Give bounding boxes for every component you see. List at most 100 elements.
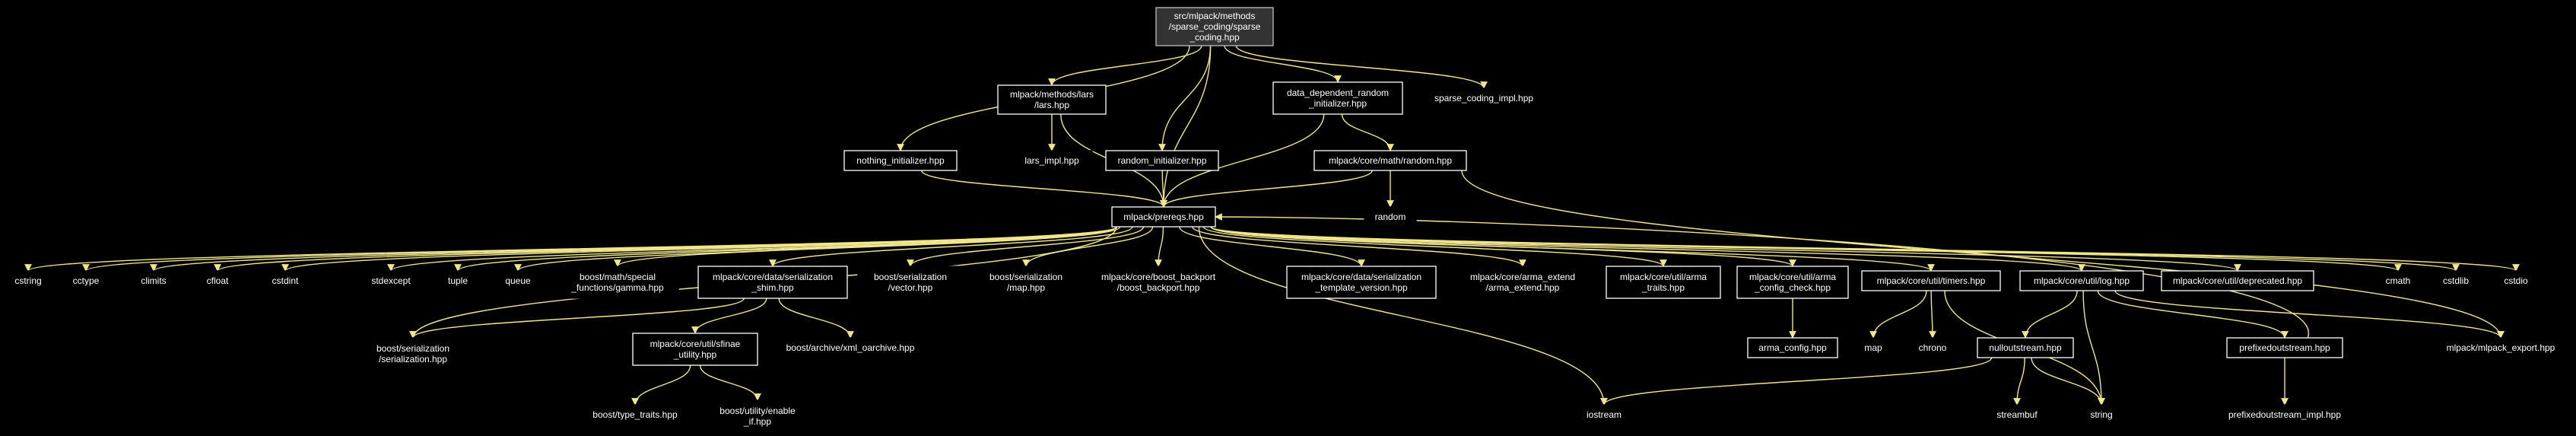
node-label-tuple-line-0: tuple bbox=[448, 275, 468, 286]
node-label-bs_serialization-line-1: /serialization.hpp bbox=[379, 354, 447, 364]
edges-layer bbox=[24, 45, 2520, 406]
node-box-lars[interactable] bbox=[997, 84, 1107, 115]
node-bs_map: boost/serialization/map.hpp bbox=[973, 266, 1079, 299]
edge-timers-to-chrono bbox=[1929, 290, 1936, 339]
node-label-cctype-line-0: cctype bbox=[73, 275, 100, 286]
node-box-arma_traits[interactable] bbox=[1606, 266, 1721, 299]
node-box-random_hpp[interactable] bbox=[1313, 150, 1467, 171]
node-box-cstdint bbox=[261, 270, 310, 291]
edge-prereqs-to-bs_map bbox=[1022, 226, 1154, 267]
node-box-prereqs[interactable] bbox=[1111, 206, 1216, 228]
node-box-random_init[interactable] bbox=[1105, 150, 1219, 171]
node-deprecated[interactable]: mlpack/core/util/deprecated.hpp bbox=[2161, 270, 2314, 291]
node-label-sparse_coding-line-1: /sparse_coding/sparse bbox=[1169, 21, 1261, 32]
node-label-chrono-line-0: chrono bbox=[1919, 342, 1947, 353]
node-box-boost_backport bbox=[1088, 266, 1228, 299]
node-label-arma_extend-line-0: mlpack/core/arma_extend bbox=[1470, 272, 1575, 282]
node-label-map-line-0: map bbox=[1864, 342, 1882, 353]
node-box-lars_impl bbox=[1011, 150, 1093, 171]
edge-nullout-to-iostream bbox=[1600, 357, 1993, 406]
node-box-arma_config[interactable] bbox=[1747, 337, 1838, 358]
node-nullout[interactable]: nulloutstream.hpp bbox=[1977, 337, 2074, 358]
node-label-arma_cc-line-0: mlpack/core/util/arma bbox=[1749, 272, 1836, 282]
edge-prereqs-to-timers bbox=[1210, 226, 1935, 272]
node-type_traits: boost/type_traits.hpp bbox=[576, 404, 694, 425]
edge-prereqs-to-boost_backport bbox=[1155, 226, 1164, 267]
node-sparse_coding: src/mlpack/methods/sparse_coding/sparse_… bbox=[1155, 7, 1274, 46]
node-label-streambuf-line-0: streambuf bbox=[1996, 409, 2038, 420]
node-label-sc_impl-line-0: sparse_coding_impl.hpp bbox=[1434, 93, 1533, 103]
node-iostream: iostream bbox=[1578, 404, 1630, 425]
node-box-ser_tv[interactable] bbox=[1286, 266, 1437, 299]
node-cctype: cctype bbox=[62, 270, 110, 291]
node-box-data_dep[interactable] bbox=[1272, 81, 1403, 115]
node-string: string bbox=[2079, 404, 2124, 425]
node-label-ser_shim-line-1: _shim.hpp bbox=[751, 282, 794, 293]
node-box-tuple bbox=[439, 270, 477, 291]
node-random_init[interactable]: random_initializer.hpp bbox=[1105, 150, 1219, 171]
node-box-nothing_init[interactable] bbox=[843, 150, 958, 171]
node-label-arma_traits-line-0: mlpack/core/util/arma bbox=[1620, 272, 1707, 282]
node-label-bs_vector-line-1: /vector.hpp bbox=[888, 282, 933, 293]
node-enable_if: boost/utility/enable_if.hpp bbox=[704, 399, 812, 433]
node-ser_tv[interactable]: mlpack/core/data/serialization_template_… bbox=[1286, 266, 1437, 299]
node-box-sparse_coding bbox=[1155, 7, 1274, 46]
node-box-ser_shim[interactable] bbox=[697, 266, 848, 299]
edge-sparse_coding-to-lars bbox=[1048, 45, 1202, 86]
node-box-arma_cc[interactable] bbox=[1736, 266, 1849, 299]
node-lars[interactable]: mlpack/methods/lars/lars.hpp bbox=[997, 84, 1107, 115]
node-arma_traits[interactable]: mlpack/core/util/arma_traits.hpp bbox=[1606, 266, 1721, 299]
node-label-cstdio-line-0: cstdio bbox=[2504, 275, 2528, 286]
node-box-string bbox=[2079, 404, 2124, 425]
node-boost_backport: mlpack/core/boost_backport/boost_backpor… bbox=[1088, 266, 1228, 299]
node-xml_oarchive: boost/archive/xml_oarchive.hpp bbox=[773, 337, 927, 358]
node-label-random_hpp-line-0: mlpack/core/math/random.hpp bbox=[1329, 155, 1452, 166]
node-box-prefixed[interactable] bbox=[2226, 337, 2343, 358]
node-tuple: tuple bbox=[439, 270, 477, 291]
node-timers[interactable]: mlpack/core/util/timers.hpp bbox=[1861, 270, 2001, 291]
edge-log-to-nullout bbox=[2022, 290, 2078, 339]
node-box-sfinae[interactable] bbox=[632, 333, 758, 366]
node-box-deprecated[interactable] bbox=[2161, 270, 2314, 291]
node-random: random bbox=[1364, 206, 1417, 228]
node-box-arma_extend bbox=[1453, 266, 1592, 299]
node-box-timers[interactable] bbox=[1861, 270, 2001, 291]
node-arma_cc[interactable]: mlpack/core/util/arma_config_check.hpp bbox=[1736, 266, 1849, 299]
edge-prereqs-to-log bbox=[1210, 226, 2085, 272]
node-stdexcept: stdexcept bbox=[360, 270, 422, 291]
node-label-arma_config-line-0: arma_config.hpp bbox=[1758, 342, 1827, 353]
node-prereqs[interactable]: mlpack/prereqs.hpp bbox=[1111, 206, 1216, 228]
node-climits: climits bbox=[127, 270, 180, 291]
node-random_hpp[interactable]: mlpack/core/math/random.hpp bbox=[1313, 150, 1467, 171]
node-label-enable_if-line-1: _if.hpp bbox=[743, 416, 771, 427]
node-label-stdexcept-line-0: stdexcept bbox=[371, 275, 411, 286]
node-ser_shim[interactable]: mlpack/core/data/serialization_shim.hpp bbox=[697, 266, 848, 299]
node-sfinae[interactable]: mlpack/core/util/sfinae_utility.hpp bbox=[632, 333, 758, 366]
node-nothing_init[interactable]: nothing_initializer.hpp bbox=[843, 150, 958, 171]
node-prefixed[interactable]: prefixedoutstream.hpp bbox=[2226, 337, 2343, 358]
node-label-lars-line-0: mlpack/methods/lars bbox=[1010, 89, 1094, 100]
edge-prereqs-to-cctype bbox=[82, 226, 1117, 272]
node-log[interactable]: mlpack/core/util/log.hpp bbox=[2019, 270, 2144, 291]
edge-prereqs-to-arma_traits bbox=[1202, 226, 1667, 267]
edge-sparse_coding-to-prereqs bbox=[1160, 45, 1212, 208]
node-label-timers-line-0: mlpack/core/util/timers.hpp bbox=[1877, 275, 1986, 286]
node-box-iostream bbox=[1578, 404, 1630, 425]
node-label-prefixed-line-0: prefixedoutstream.hpp bbox=[2239, 342, 2330, 353]
node-label-boost_backport-line-0: mlpack/core/boost_backport bbox=[1101, 272, 1216, 282]
edge-nullout-to-streambuf bbox=[2013, 357, 2025, 406]
edge-prereqs-to-deprecated bbox=[1210, 226, 2241, 272]
node-label-data_dep-line-1: _initializer.hpp bbox=[1308, 98, 1367, 109]
node-label-sparse_coding-line-0: src/mlpack/methods bbox=[1174, 11, 1256, 21]
node-arma_config[interactable]: arma_config.hpp bbox=[1747, 337, 1838, 358]
node-label-sfinae-line-0: mlpack/core/util/sfinae bbox=[650, 339, 741, 349]
node-label-cstdlib-line-0: cstdlib bbox=[2443, 275, 2469, 286]
node-cmath: cmath bbox=[2375, 270, 2421, 291]
node-data_dep[interactable]: data_dependent_random_initializer.hpp bbox=[1272, 81, 1403, 115]
node-label-gamma-line-0: boost/math/special bbox=[580, 272, 656, 282]
node-box-export bbox=[2430, 337, 2571, 358]
node-box-log[interactable] bbox=[2019, 270, 2144, 291]
node-box-cmath bbox=[2375, 270, 2421, 291]
node-box-nullout[interactable] bbox=[1977, 337, 2074, 358]
node-box-prefixed_impl bbox=[2214, 404, 2355, 425]
